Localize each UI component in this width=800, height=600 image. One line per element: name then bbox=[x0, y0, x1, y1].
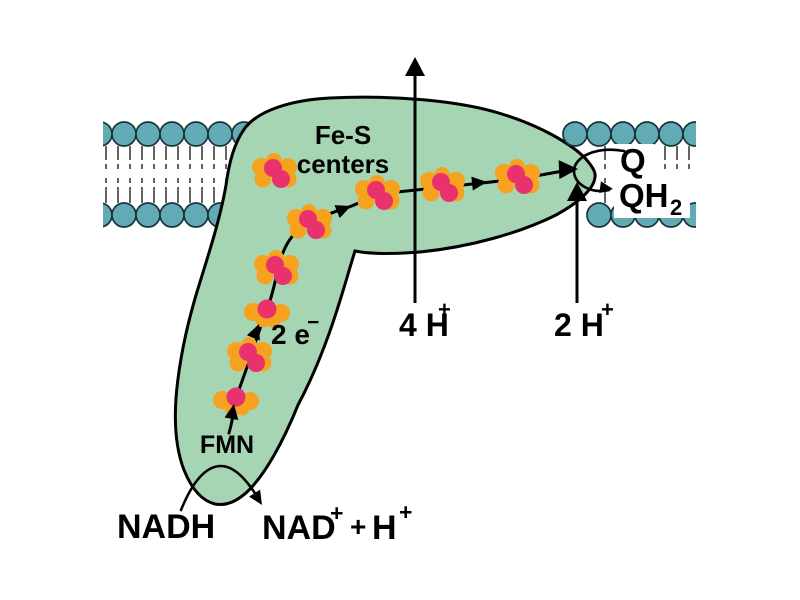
lipid-head bbox=[183, 121, 209, 147]
fmn-to-fes-arrowhead bbox=[224, 404, 239, 420]
nad-superscript-plus: + bbox=[330, 500, 343, 526]
fes-cluster-core bbox=[226, 387, 246, 407]
q-label: Q bbox=[620, 142, 646, 179]
four-h-pump-arrowhead bbox=[405, 57, 425, 76]
four-h-label: 4 H + bbox=[399, 297, 453, 343]
lipid-head bbox=[135, 121, 161, 147]
fes-cluster-core bbox=[375, 192, 393, 210]
lipid-head bbox=[586, 121, 612, 147]
nadh-to-nad-arrowhead bbox=[249, 489, 262, 505]
fes-chain-arrowhead-3 bbox=[471, 176, 487, 191]
fes-cluster-core bbox=[307, 221, 325, 239]
fes-cluster bbox=[244, 299, 290, 328]
four-h-base: 4 H bbox=[399, 307, 449, 343]
two-h-base: 2 H bbox=[554, 307, 604, 343]
nad-plus-h-label: NAD + + H + bbox=[262, 499, 412, 547]
qh2-label: QH 2 bbox=[619, 177, 682, 220]
fes-cluster bbox=[495, 159, 540, 194]
lipid-head bbox=[135, 202, 161, 228]
lipid-head bbox=[103, 202, 113, 228]
two-electrons-base: 2 e bbox=[271, 319, 310, 350]
nadh-label: NADH bbox=[117, 508, 215, 546]
nad-base: NAD bbox=[262, 509, 336, 547]
qh2-subscript: 2 bbox=[670, 195, 682, 220]
fes-chain-arrowhead-2 bbox=[334, 205, 351, 219]
h-base: H bbox=[372, 509, 397, 547]
fes-clusters bbox=[213, 153, 540, 416]
lipid-head bbox=[658, 121, 684, 147]
fes-cluster bbox=[420, 167, 465, 202]
plus-separator: + bbox=[350, 511, 366, 542]
lipid-head bbox=[111, 121, 137, 147]
fes-cluster bbox=[287, 204, 332, 239]
lipid-head bbox=[183, 202, 209, 228]
lipid-head bbox=[111, 202, 137, 228]
h-superscript-plus: + bbox=[399, 499, 412, 525]
qh2-label-halo bbox=[614, 178, 690, 218]
fes-cluster bbox=[355, 175, 400, 210]
nadh-to-nad-curve bbox=[179, 464, 260, 512]
fes-cluster-core bbox=[247, 354, 265, 372]
lipid-head bbox=[682, 121, 696, 147]
lipid-head bbox=[103, 121, 113, 147]
fes-centers-label-line2: centers bbox=[297, 149, 390, 179]
fes-cluster-core bbox=[515, 176, 533, 194]
lipid-head bbox=[586, 202, 612, 228]
lipid-head bbox=[562, 121, 588, 147]
fes-cluster-core bbox=[274, 267, 292, 285]
two-h-superscript-plus: + bbox=[601, 297, 614, 322]
fes-centers-label-line1: Fe-S bbox=[315, 120, 371, 150]
lipid-head bbox=[207, 121, 233, 147]
fes-cluster bbox=[227, 337, 272, 372]
lipid-head bbox=[159, 121, 185, 147]
qh2-base: QH bbox=[619, 177, 669, 214]
two-h-label: 2 H + bbox=[554, 297, 614, 343]
arrowheads bbox=[224, 57, 613, 505]
fes-chain-arrowhead-1 bbox=[246, 324, 260, 341]
lipid-head bbox=[159, 202, 185, 228]
fes-cluster bbox=[254, 250, 299, 285]
fes-cluster-core bbox=[440, 184, 458, 202]
two-electrons-superscript: − bbox=[307, 311, 319, 334]
two-h-pump-arrowhead bbox=[567, 182, 587, 201]
four-h-superscript-plus: + bbox=[438, 297, 451, 322]
fes-cluster bbox=[252, 153, 297, 188]
q-to-qh2-arrowhead bbox=[599, 181, 613, 194]
enzyme-complex-body bbox=[173, 95, 597, 506]
fmn-label: FMN bbox=[200, 431, 254, 459]
fes-cluster-core bbox=[257, 299, 277, 319]
two-electrons-label: 2 e − bbox=[271, 311, 319, 350]
electron-exit-arrowhead bbox=[558, 160, 578, 180]
fes-cluster-core bbox=[272, 170, 290, 188]
